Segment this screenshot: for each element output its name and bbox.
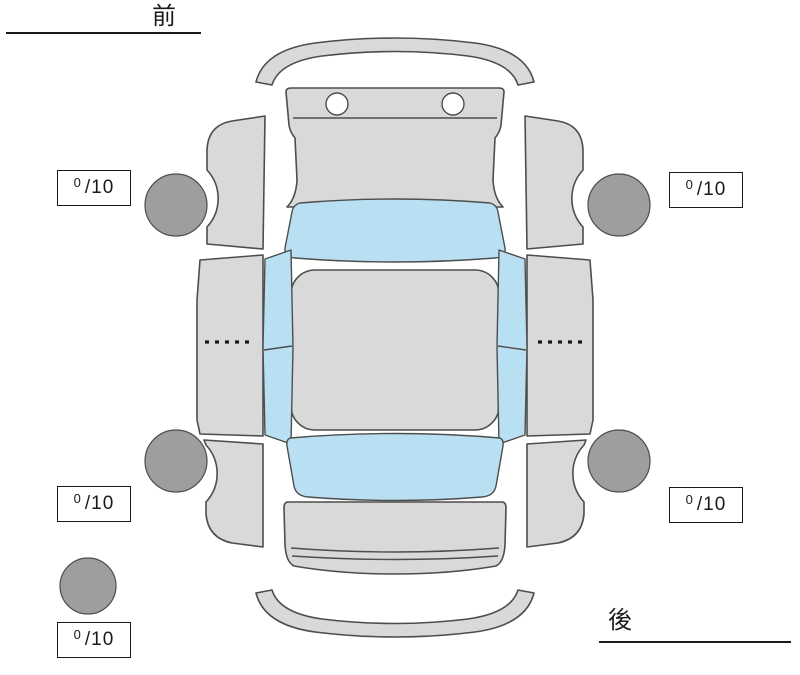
hood-circle-left-icon xyxy=(325,92,349,116)
left-rear-fender xyxy=(203,439,264,548)
rear-underline xyxy=(599,641,791,643)
front-bumper xyxy=(255,37,535,86)
tread-score-rear-right-value: 0 xyxy=(685,491,693,507)
tire-front-left xyxy=(144,173,208,237)
windshield-glass xyxy=(284,198,506,263)
tread-score-front-right-max: /10 xyxy=(696,179,727,200)
tread-score-rear-left-value: 0 xyxy=(73,490,81,506)
roof-panel xyxy=(290,269,500,431)
left-side-window-divider xyxy=(263,345,293,351)
right-side-window-divider xyxy=(497,345,527,351)
front-label: 前 xyxy=(152,3,176,30)
rear-label: 後 xyxy=(608,607,632,634)
tire-spare xyxy=(59,557,117,615)
trunk-panel xyxy=(283,501,507,575)
left-door-panel xyxy=(196,254,264,437)
tread-score-front-left-max: /10 xyxy=(84,177,115,198)
tread-score-spare: 0 /10 xyxy=(57,622,131,658)
rear-bumper xyxy=(255,589,535,638)
tire-rear-right xyxy=(587,429,651,493)
tread-score-front-right-value: 0 xyxy=(685,176,693,192)
tread-score-rear-left: 0 /10 xyxy=(57,486,131,522)
tread-score-rear-left-max: /10 xyxy=(84,493,115,514)
hood-panel xyxy=(285,87,505,208)
trunk-crease-line-upper xyxy=(290,547,500,553)
right-door-panel xyxy=(526,254,594,437)
right-front-fender xyxy=(524,115,584,250)
tread-score-rear-right: 0 /10 xyxy=(669,487,743,523)
rear-window-glass xyxy=(286,432,504,502)
right-rear-fender xyxy=(526,439,587,548)
left-front-fender xyxy=(206,115,266,250)
tread-score-front-left-value: 0 xyxy=(73,174,81,190)
trunk-crease-line-lower xyxy=(291,555,499,561)
tread-score-rear-right-max: /10 xyxy=(696,494,727,515)
hood-circle-right-icon xyxy=(441,92,465,116)
front-underline xyxy=(6,32,201,34)
tread-score-front-left: 0 /10 xyxy=(57,170,131,206)
tread-score-spare-max: /10 xyxy=(84,629,115,650)
tire-rear-left xyxy=(144,429,208,493)
tire-front-right xyxy=(587,173,651,237)
tread-score-spare-value: 0 xyxy=(73,626,81,642)
tread-score-front-right: 0 /10 xyxy=(669,172,743,208)
